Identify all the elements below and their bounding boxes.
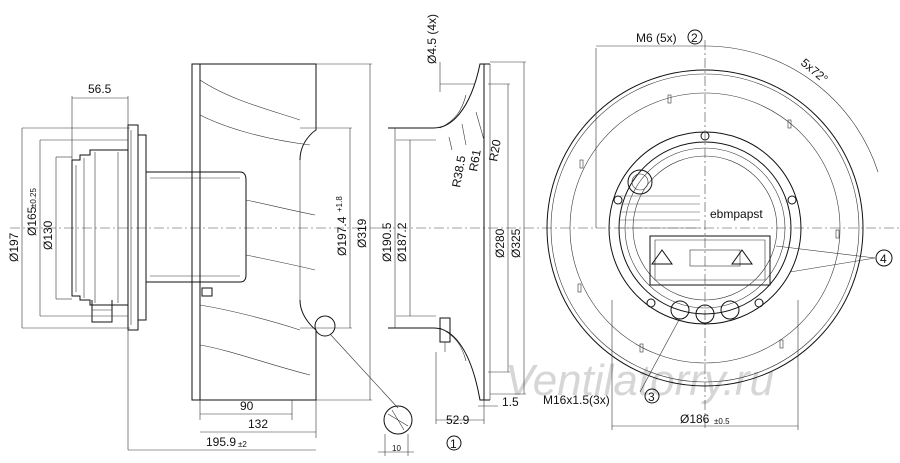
dim-d165: Ø165 (25, 206, 39, 236)
dim-d197-4: Ø197.4 (335, 216, 349, 256)
dim-56-5: 56.5 (88, 82, 112, 96)
dim-132: 132 (248, 417, 268, 431)
callout-2-circle (687, 29, 703, 45)
callout-3-circle (644, 388, 660, 404)
dim-d319: Ø319 (355, 218, 369, 248)
side-view: Ø197 Ø165 ±0.25 Ø130 56.5 Ø197.4 +1.8 Ø3… (7, 63, 462, 456)
dim-m16: M16x1.5(3x) (543, 393, 610, 407)
watermark: Ventilatorry.ru (505, 356, 774, 405)
callout-4-circle (875, 249, 893, 267)
dim-r61: R61 (466, 148, 484, 172)
dim-d190-5: Ø190.5 (380, 222, 394, 262)
dim-52-9: 52.9 (446, 413, 470, 427)
dim-d165-tol: ±0.25 (29, 187, 38, 208)
callout-4: 4 (880, 252, 887, 266)
callout-1-circle (446, 435, 462, 451)
dim-195-9-tol: ±2 (238, 440, 247, 449)
dim-d4-5: Ø4.5 (4x) (425, 14, 439, 64)
dim-90: 90 (240, 399, 254, 413)
dim-d130: Ø130 (41, 220, 55, 250)
dim-10: 10 (392, 444, 401, 453)
dim-r20: R20 (486, 138, 504, 162)
dim-d325: Ø325 (509, 228, 523, 258)
dim-d197-4-tol: +1.8 (335, 196, 344, 212)
dim-d186-tol: ±0.5 (714, 417, 730, 426)
dim-1-5: 1.5 (502, 395, 519, 409)
section-view: Ø4.5 (4x) R38.5 R61 R20 Ø190.5 Ø187.2 Ø2… (380, 14, 560, 427)
callout-1: 1 (450, 437, 457, 451)
dim-d280: Ø280 (493, 228, 507, 258)
dim-angle: 5x72° (798, 56, 831, 87)
dim-d197: Ø197 (7, 232, 21, 262)
dim-195-9: 195.9 (206, 435, 236, 449)
brand-label: ebmpapst (710, 207, 763, 221)
callout-3: 3 (648, 390, 655, 404)
dim-d186: Ø186 (680, 412, 710, 426)
front-view: ebmpapst M6 (5x) 2 5x72° 4 M16x1.5(3x) 3… (543, 29, 900, 430)
dim-d187-2: Ø187.2 (395, 222, 409, 262)
dim-m6: M6 (5x) (636, 31, 677, 45)
dim-r38-5: R38.5 (449, 154, 468, 188)
callout-2: 2 (691, 31, 698, 45)
